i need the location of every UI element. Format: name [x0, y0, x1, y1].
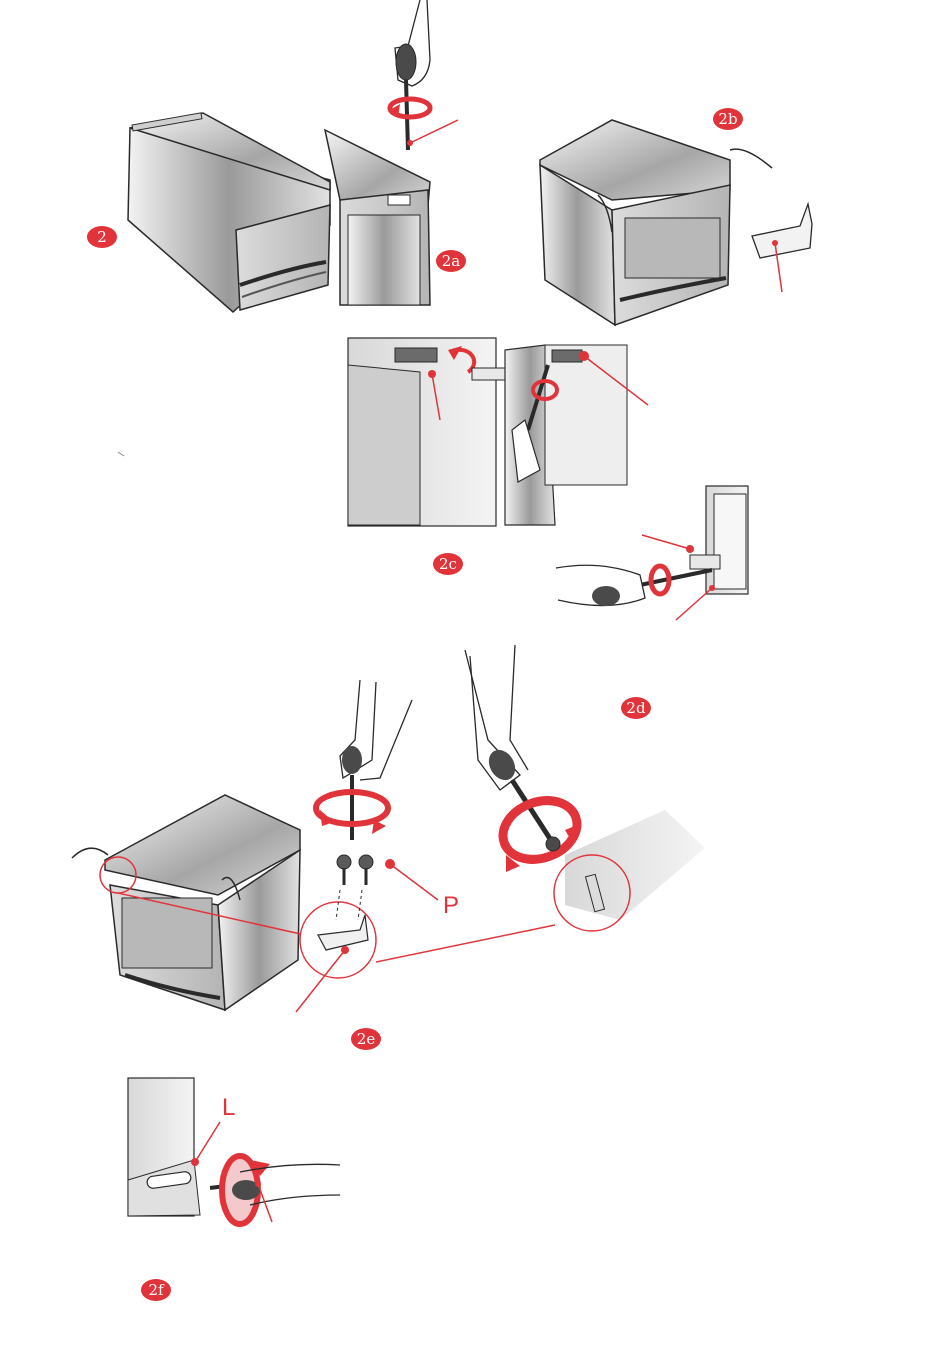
- callout-p: P: [443, 892, 459, 920]
- step-badge-2: 2: [87, 226, 117, 248]
- step2d-side-screw-illustration: [556, 486, 748, 620]
- step-badge-2e: 2e: [351, 1028, 381, 1050]
- step-badge-2a: 2a: [436, 250, 466, 272]
- step-badge-2c: 2c: [433, 553, 463, 575]
- step2e-appliance-illustration: [72, 645, 705, 1012]
- callout-l: L: [222, 1094, 235, 1122]
- step-badge-2d: 2d: [621, 697, 651, 719]
- step-badge-2b: 2b: [713, 108, 743, 130]
- step-badge-2f: 2f: [141, 1279, 171, 1301]
- step2-appliance-illustration: [128, 113, 330, 312]
- step2c-bracket-illustration: [118, 338, 648, 526]
- step2b-appliance-illustration: [540, 120, 812, 325]
